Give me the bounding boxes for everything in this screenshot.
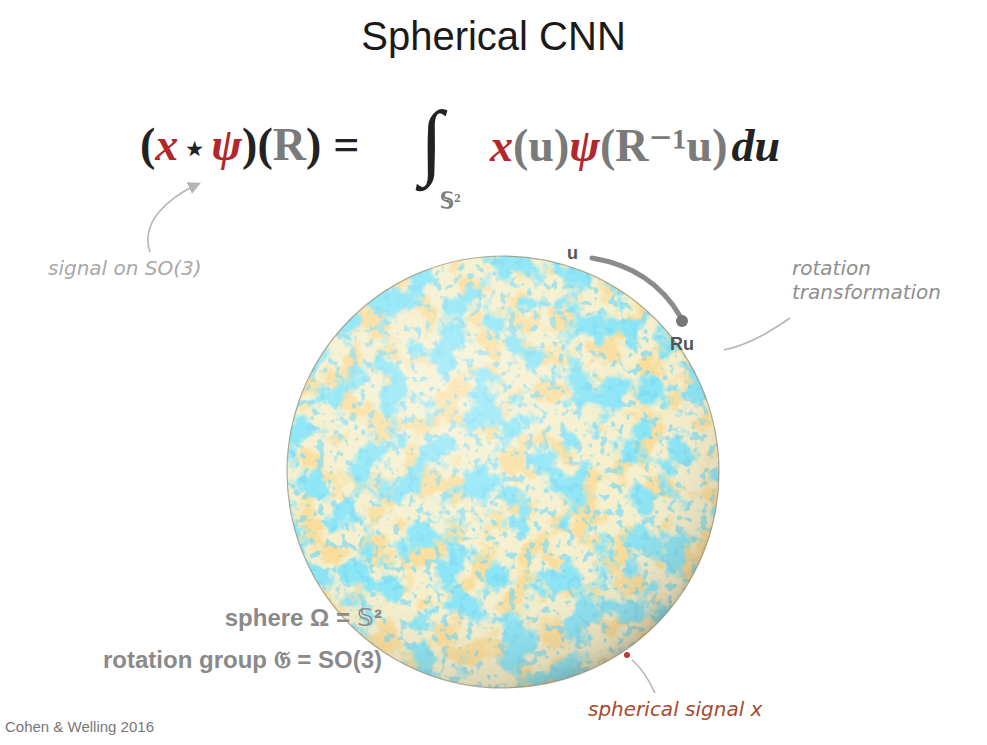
formula-symbol: )( [242,118,273,171]
formula-symbol: ) [306,118,321,171]
point-label: u [567,243,578,264]
integral-domain: 𝕊² [440,188,461,214]
formula-symbol: = [333,118,359,171]
group-label: rotation group 𝔊 = SO(3) [103,646,382,674]
annotation: signal on SO(3) [48,256,202,280]
formula-variable: (u) [513,119,569,172]
formula-variable: R [273,118,306,171]
title: Spherical CNN [0,14,987,59]
formula-filter: ψ [569,119,600,172]
domain-label: sphere Ω = 𝕊² [225,604,382,632]
citation: Cohen & Welling 2016 [5,718,154,735]
integral-sign: ∫ [420,92,443,189]
formula-row: (x⋆ψ)(R)= [140,118,359,171]
formula-filter: ψ [211,118,242,171]
annotation: spherical signal x [588,697,762,721]
formula-symbol: ( [140,118,155,171]
point-label: Ru [670,334,694,355]
formula-signal: x [155,118,178,171]
formula-signal: x [490,119,513,172]
annotation: rotation transformation [792,256,977,304]
formula-variable: (R⁻¹u) [600,118,728,172]
formula-differential: du [731,119,780,172]
formula-row: x(u)ψ(R⁻¹u)du [490,118,780,172]
formula-operator: ⋆ [184,128,205,168]
